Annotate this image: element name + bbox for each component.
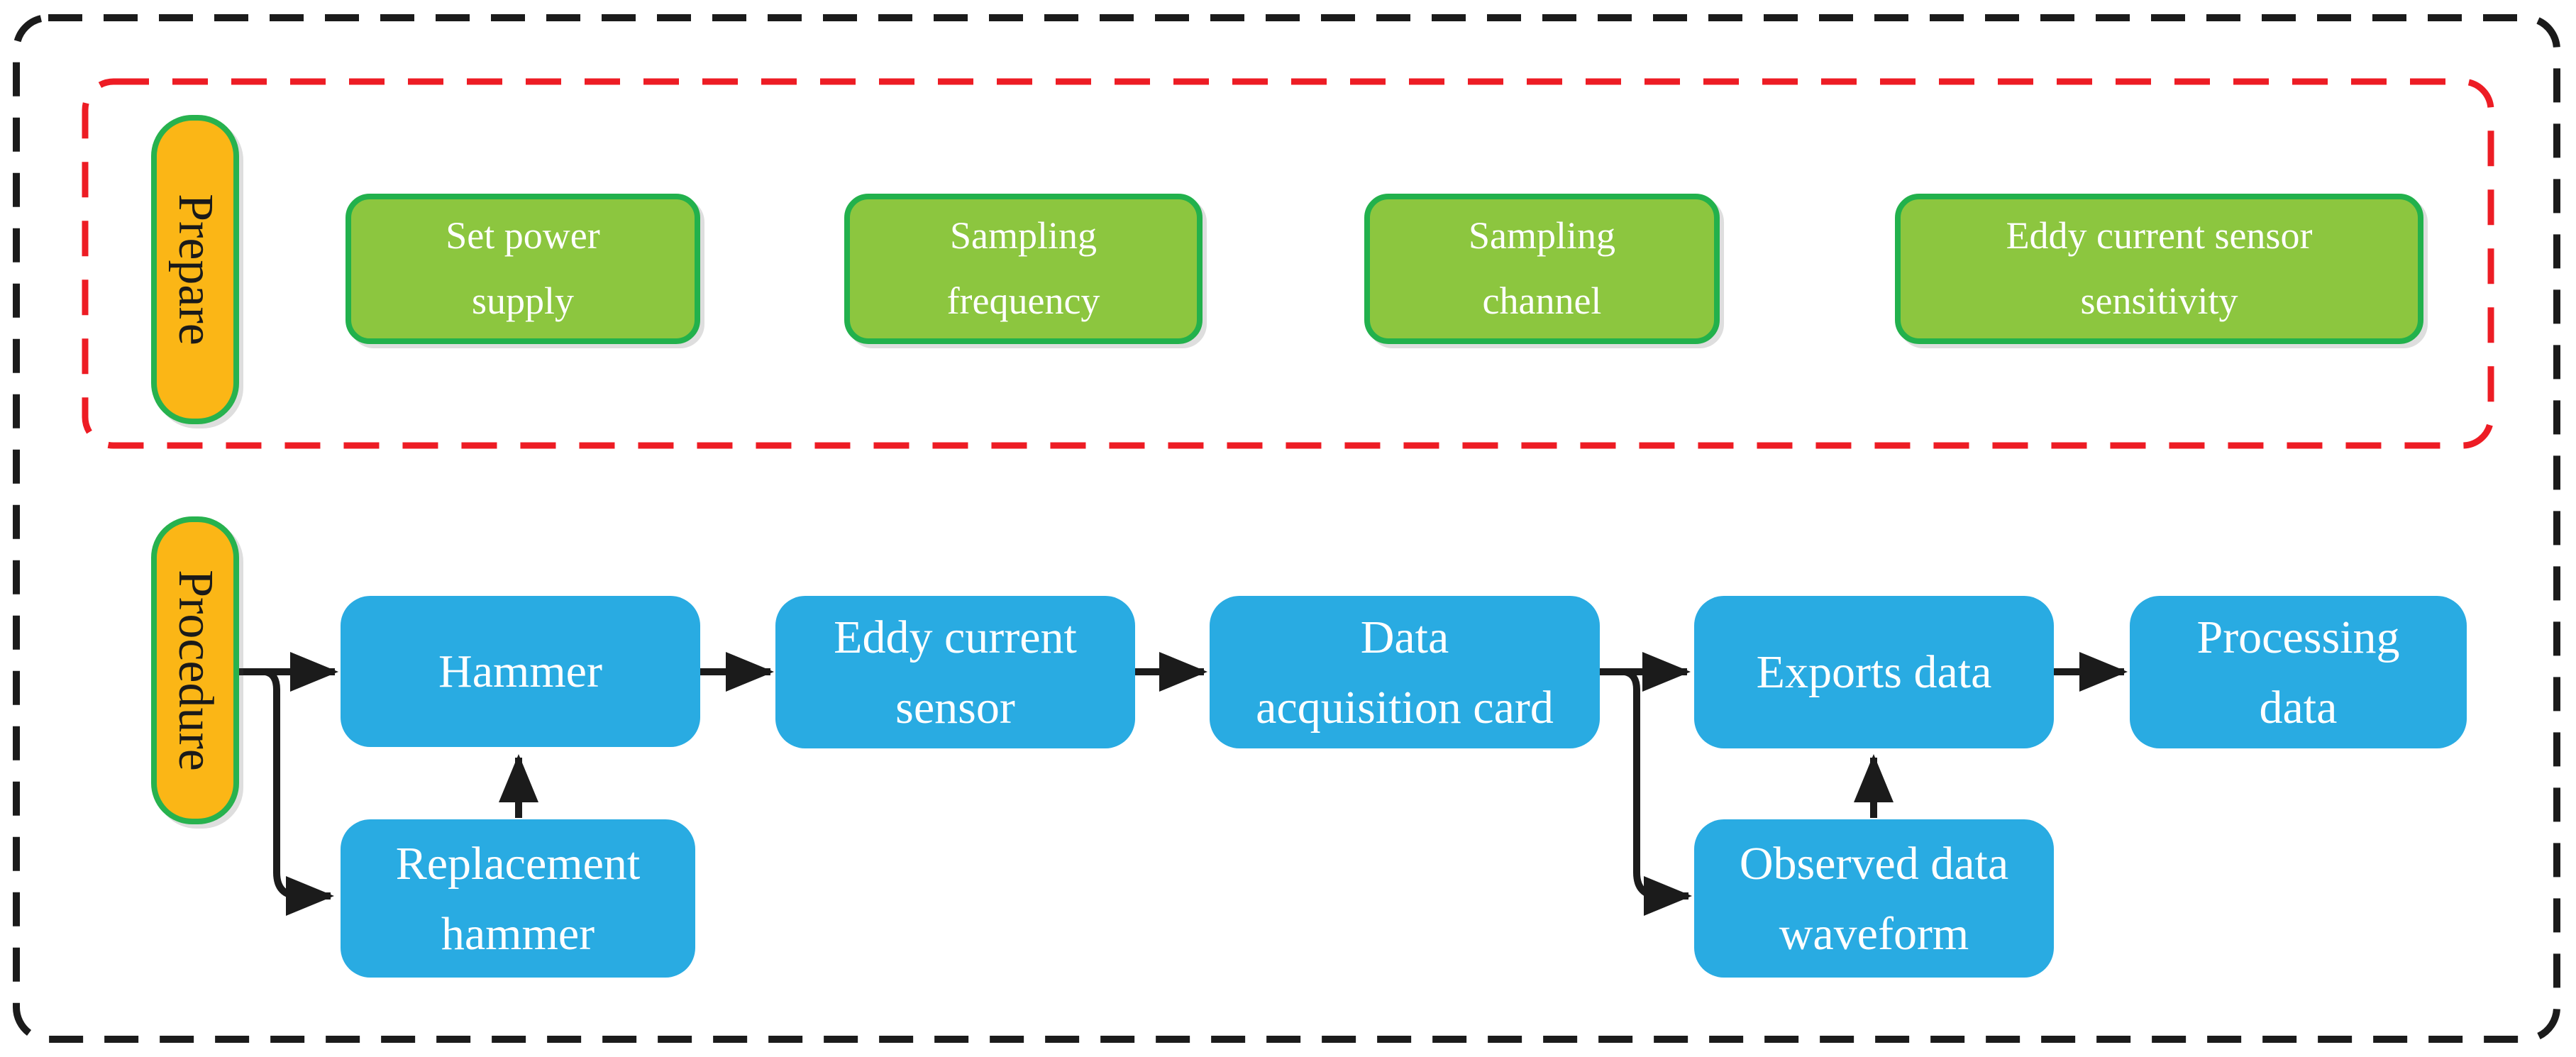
outer-dashed-border [13,14,2560,1043]
procedure-box-processing-data: Processing data [2130,596,2467,748]
procedure-box-label: Data acquisition card [1256,611,1554,734]
procedure-stage-tag: Procedure [151,516,239,824]
prepare-box-sampling-frequency: Sampling frequency [844,194,1203,344]
prepare-dashed-border [82,78,2494,449]
arrow-procedure-to-replacement-hammer [264,668,334,917]
procedure-box-label: Observed data waveform [1739,837,2009,960]
procedure-box-eddy-current-sensor: Eddy current sensor [775,596,1135,748]
prepare-box-set-power-supply: Set power supply [346,194,700,344]
procedure-box-label: Eddy current sensor [834,611,1077,734]
procedure-box-hammer: Hammer [341,596,700,747]
prepare-box-label: Sampling frequency [946,214,1100,322]
procedure-box-observed-data-waveform: Observed data waveform [1694,819,2054,978]
procedure-box-label: Replacement hammer [395,837,641,960]
procedure-box-replacement-hammer: Replacement hammer [341,819,695,978]
procedure-box-label: Processing data [2196,611,2400,734]
prepare-stage-label: Prepare [168,194,223,345]
prepare-box-label: Set power supply [446,214,600,322]
procedure-box-exports-data: Exports data [1694,596,2054,748]
prepare-box-sampling-channel: Sampling channel [1364,194,1720,344]
procedure-box-label: Hammer [438,646,602,697]
procedure-box-label: Exports data [1756,646,1992,698]
arrow-data-acquisition-card-to-observed-data-waveform [1623,668,1692,917]
prepare-box-label: Sampling channel [1468,214,1615,322]
procedure-stage-label: Procedure [168,570,223,771]
prepare-stage-tag: Prepare [151,115,239,424]
prepare-box-label: Eddy current sensor sensitivity [2006,214,2313,322]
prepare-box-eddy-current-sensor-sensitivity: Eddy current sensor sensitivity [1895,194,2423,344]
procedure-box-data-acquisition-card: Data acquisition card [1210,596,1600,748]
